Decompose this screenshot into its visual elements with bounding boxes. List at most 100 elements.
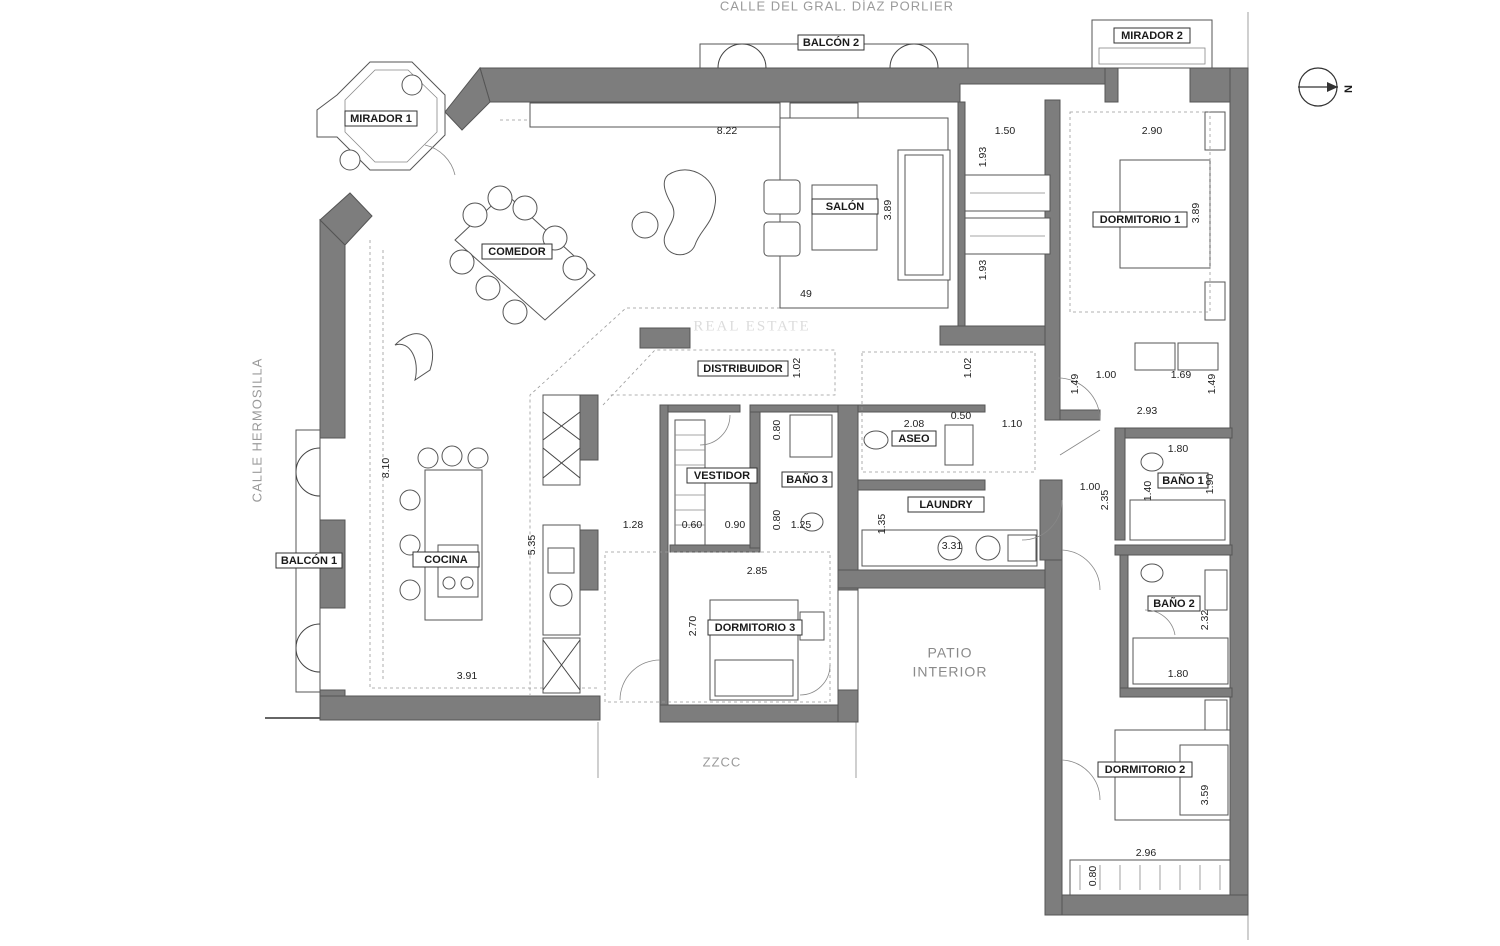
room-label-balcon2: BALCÓN 2 bbox=[803, 36, 859, 49]
dim-060: 0.60 bbox=[682, 519, 703, 531]
dim-080c: 0.80 bbox=[1087, 866, 1099, 887]
curved-bench bbox=[394, 333, 434, 382]
wardrobe bbox=[837, 589, 859, 691]
laundry-fixtures bbox=[861, 529, 1038, 567]
dim-359: 3.59 bbox=[1199, 785, 1211, 806]
dim-232: 2.32 bbox=[1199, 610, 1211, 631]
dim-270: 2.70 bbox=[687, 616, 699, 637]
tv-cabinet bbox=[529, 102, 781, 128]
laundry-label-box bbox=[907, 496, 985, 513]
dim-080a: 0.80 bbox=[771, 420, 783, 441]
sink-icon bbox=[1177, 342, 1219, 371]
sink-icon bbox=[944, 424, 974, 466]
dishwasher-icon bbox=[549, 583, 573, 607]
toilet-icon bbox=[863, 430, 889, 450]
dim-180b: 1.80 bbox=[1168, 668, 1189, 680]
balcon2-label-box bbox=[797, 34, 865, 51]
dimension-labels: 8.22 1.50 2.90 1.93 1.93 3.89 3.89 49 8.… bbox=[380, 125, 1218, 886]
bano3-label-box bbox=[781, 471, 833, 488]
bano1-fixtures bbox=[1129, 452, 1226, 541]
dim-128: 1.28 bbox=[623, 519, 644, 531]
toilet-icon bbox=[800, 512, 824, 532]
shower-icon bbox=[1132, 637, 1229, 685]
dim-110: 1.10 bbox=[1002, 418, 1023, 430]
radiator-wardrobe bbox=[1069, 859, 1231, 896]
dim-135: 1.35 bbox=[876, 514, 888, 535]
chair-icon bbox=[401, 74, 423, 96]
dormitorio3-label-box bbox=[707, 619, 803, 636]
dormitorio1-label-box bbox=[1092, 211, 1188, 228]
chair-icon bbox=[339, 149, 361, 171]
sink-icon bbox=[1204, 569, 1228, 611]
dim-102b: 1.02 bbox=[962, 358, 974, 379]
dim-180a: 1.80 bbox=[1168, 443, 1189, 455]
dim-100b: 1.00 bbox=[1080, 481, 1101, 493]
room-label-bano1: BAÑO 1 bbox=[1162, 474, 1204, 487]
dim-389b: 3.89 bbox=[1190, 203, 1202, 224]
dim-810: 8.10 bbox=[380, 458, 392, 479]
dormitorio2-furniture bbox=[1069, 699, 1231, 896]
room-label-dormitorio1: DORMITORIO 1 bbox=[1100, 214, 1180, 226]
dim-235: 2.35 bbox=[1099, 490, 1111, 511]
street-south-label: ZZCC bbox=[703, 754, 742, 769]
bano2-fixtures bbox=[1132, 563, 1229, 685]
room-label-cocina: COCINA bbox=[424, 554, 467, 566]
cocina-label-box bbox=[412, 551, 480, 568]
room-label-aseo: ASEO bbox=[898, 433, 930, 445]
patio-label-line2: INTERIOR bbox=[913, 664, 988, 680]
street-north-label: CALLE DEL GRAL. DÍAZ PORLIER bbox=[720, 0, 954, 13]
dim-193a: 1.93 bbox=[977, 147, 989, 168]
dim-169: 1.69 bbox=[1171, 369, 1192, 381]
dryer-icon bbox=[975, 535, 1001, 561]
distribuidor-label-box bbox=[697, 360, 789, 377]
dim-102a: 1.02 bbox=[791, 358, 803, 379]
toilet-icon bbox=[1140, 563, 1164, 583]
dim-391: 3.91 bbox=[457, 670, 478, 682]
vestidor-label-box bbox=[686, 467, 758, 484]
dining-table bbox=[394, 185, 596, 382]
salon-furniture bbox=[529, 102, 951, 309]
armchair-icon bbox=[763, 179, 801, 215]
coffee-table bbox=[811, 184, 878, 251]
dim-193b: 1.93 bbox=[977, 260, 989, 281]
dim-150: 1.50 bbox=[995, 125, 1016, 137]
room-label-salon: SALÓN bbox=[826, 200, 865, 213]
nightstand bbox=[799, 611, 825, 641]
shower-icon bbox=[789, 414, 833, 458]
nightstand bbox=[1204, 281, 1226, 321]
room-label-balcon1: BALCÓN 1 bbox=[281, 554, 337, 567]
room-label-bano3: BAÑO 3 bbox=[786, 473, 828, 486]
bano1-label-box bbox=[1157, 472, 1209, 489]
mirador1-label-box bbox=[344, 110, 418, 127]
dashed-guides bbox=[369, 119, 1036, 703]
kitchen-counter bbox=[542, 524, 581, 636]
curved-sofa bbox=[663, 169, 716, 256]
dim-822: 8.22 bbox=[717, 125, 738, 137]
room-label-bano2: BAÑO 2 bbox=[1153, 597, 1195, 610]
dim-535: 5.35 bbox=[526, 535, 538, 556]
dim-149a: 1.49 bbox=[1069, 374, 1081, 395]
dim-285: 2.85 bbox=[747, 565, 768, 577]
room-label-dormitorio3: DORMITORIO 3 bbox=[715, 622, 795, 634]
room-label-comedor: COMEDOR bbox=[488, 246, 546, 258]
aseo-label-box bbox=[891, 430, 937, 447]
dim-090: 0.90 bbox=[725, 519, 746, 531]
balcon1-label-box bbox=[275, 552, 343, 569]
dormitorio2-label-box bbox=[1097, 761, 1193, 778]
nightstand bbox=[1204, 111, 1226, 151]
dim-190: 1.90 bbox=[1204, 474, 1216, 495]
mirador-2 bbox=[1091, 19, 1213, 69]
room-label-mirador2: MIRADOR 2 bbox=[1121, 30, 1183, 42]
dim-100a: 1.00 bbox=[1096, 369, 1117, 381]
salon-label-box bbox=[811, 198, 879, 215]
dim-080b: 0.80 bbox=[771, 510, 783, 531]
compass: N bbox=[1298, 67, 1355, 107]
room-label-vestidor: VESTIDOR bbox=[694, 470, 750, 482]
street-west-label: CALLE HERMOSILLA bbox=[249, 358, 264, 503]
compass-label: N bbox=[1343, 85, 1355, 93]
dim-49: 49 bbox=[800, 288, 812, 300]
dim-125: 1.25 bbox=[791, 519, 812, 531]
dim-050: 0.50 bbox=[951, 410, 972, 422]
north-arrow-icon bbox=[1327, 82, 1338, 92]
